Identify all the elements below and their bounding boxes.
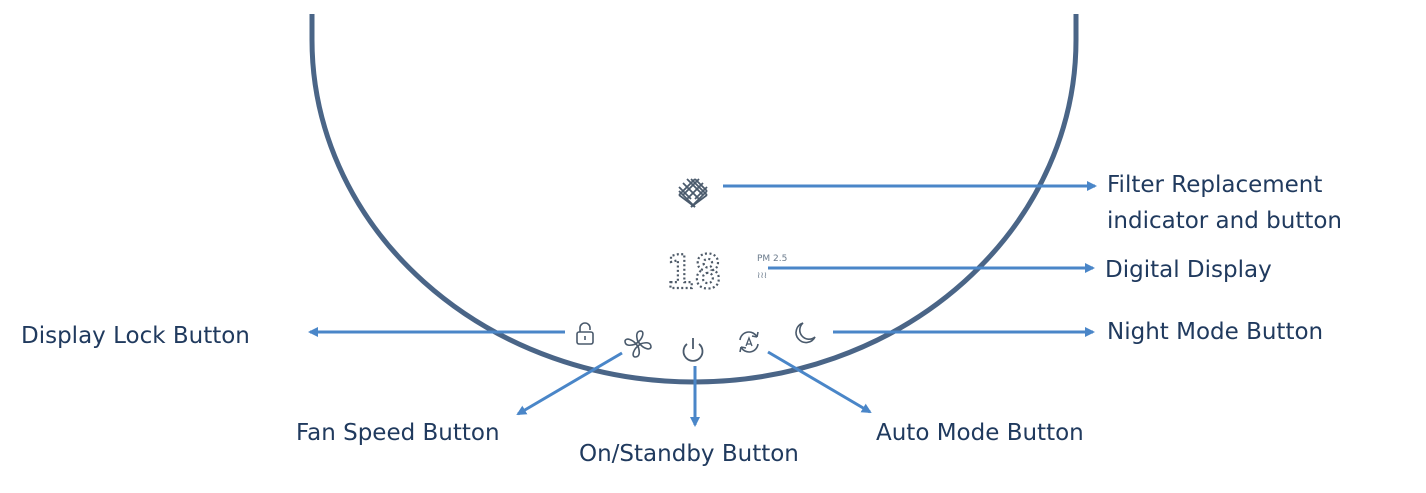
label-filter-line2: indicator and button: [1107, 208, 1342, 234]
label-digital-display: Digital Display: [1105, 257, 1272, 283]
power-icon[interactable]: [682, 338, 704, 362]
display-wave-symbol: ≀≀≀: [757, 271, 767, 281]
label-display-lock: Display Lock Button: [21, 323, 250, 349]
display-unit: PM 2.5: [757, 254, 787, 264]
filter-mesh-icon[interactable]: [678, 178, 708, 208]
moon-icon[interactable]: [795, 322, 816, 344]
auto-cycle-icon[interactable]: [739, 331, 759, 353]
callout-arrows: [308, 181, 1097, 427]
auto-arrow: [767, 350, 872, 414]
fan-icon[interactable]: [624, 330, 652, 358]
label-fan-speed: Fan Speed Button: [296, 420, 500, 446]
label-filter-line1: Filter Replacement: [1107, 172, 1322, 198]
label-on-standby: On/Standby Button: [579, 441, 799, 467]
padlock-icon[interactable]: [576, 322, 594, 345]
label-auto-mode: Auto Mode Button: [876, 420, 1084, 446]
display-value: 18: [666, 245, 721, 299]
device-outline: [309, 14, 1079, 385]
fan-arrow: [516, 351, 623, 416]
label-night-mode: Night Mode Button: [1107, 319, 1323, 345]
